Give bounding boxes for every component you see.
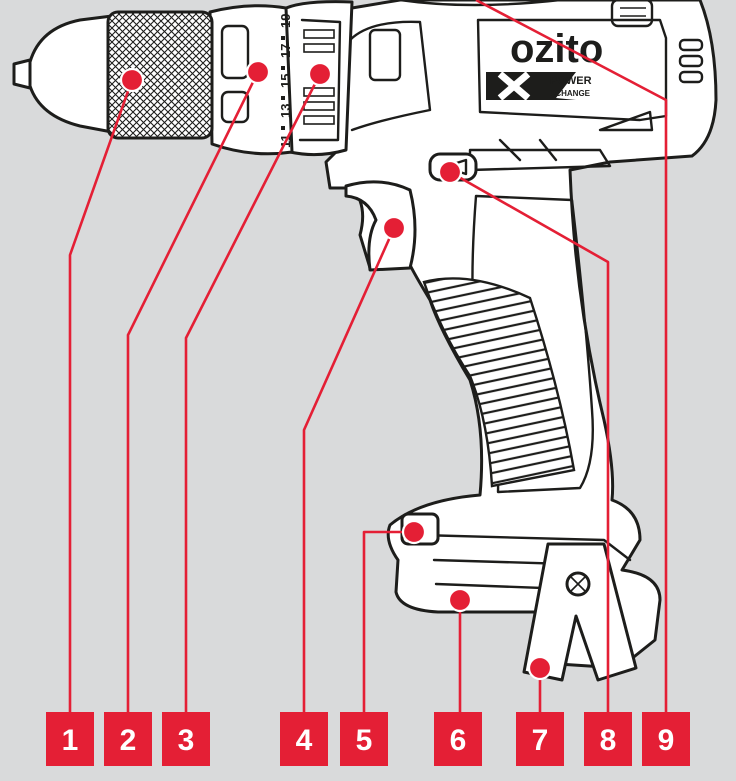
callout-badge-3: 3 [162,712,210,766]
torque-collar-ring [298,18,342,142]
logo-text: ozito [510,27,603,71]
marker-8 [437,159,463,185]
side-vent [598,110,654,132]
top-vent [610,0,654,28]
callout-badge-6: 6 [434,712,482,766]
leader-line-2 [126,71,260,712]
callout-badge-7: 7 [516,712,564,766]
torque-scale-dot [281,96,285,100]
gearbox-housing [348,20,432,132]
logo-sub-line1: POWER [550,75,592,87]
callout-number: 8 [600,724,617,757]
top-cover-line [398,0,562,7]
brand-logo: ozito POWER XCHANGE [486,27,603,101]
leader-line-9 [475,0,668,712]
callout-number: 5 [356,724,373,757]
torque-scale-number: 17 [278,44,293,58]
callout-number: 4 [296,724,313,757]
chuck-tip [12,58,32,90]
mode-selector-window [220,24,250,80]
logo-sub-line2: XCHANGE [550,89,591,98]
marker-1 [119,67,145,93]
callout-badge-9: 9 [642,712,690,766]
callout-number: 6 [450,724,467,757]
torque-scale-dot [281,36,285,40]
leader-line-4 [302,227,396,712]
leader-line-3 [184,73,322,712]
torque-scale-number: 13 [278,104,293,118]
callout-number: 2 [120,724,137,757]
callout-number: 3 [178,724,195,757]
torque-scale-dot [281,66,285,70]
callout-markers [119,59,553,681]
trigger [344,180,417,272]
torque-scale-dot [281,126,285,130]
leader-line-1 [68,79,134,712]
battery-top-line [418,533,632,562]
leader-line-8 [449,170,610,712]
handle-grip [422,277,576,488]
callout-badge-2: 2 [104,712,152,766]
callout-badge-5: 5 [340,712,388,766]
marker-6 [447,587,473,613]
torque-scale-number: 19 [278,14,293,28]
callout-number: 7 [532,724,549,757]
marker-3 [307,61,333,87]
callout-number: 9 [658,724,675,757]
rear-vents [678,38,704,84]
torque-scale-number: 15 [278,74,293,88]
callout-badge-4: 4 [280,712,328,766]
callout-badge-8: 8 [584,712,632,766]
leader-lines [68,0,668,712]
chuck-nose [28,14,114,134]
chuck-knurled-sleeve [106,10,214,140]
marker-4 [381,215,407,241]
marker-2 [245,59,271,85]
marker-7 [527,655,553,681]
leader-line-5 [362,530,414,712]
gearbox-window [368,28,402,82]
marker-5 [401,519,427,545]
callout-number: 1 [62,724,79,757]
callout-badge-1: 1 [46,712,94,766]
